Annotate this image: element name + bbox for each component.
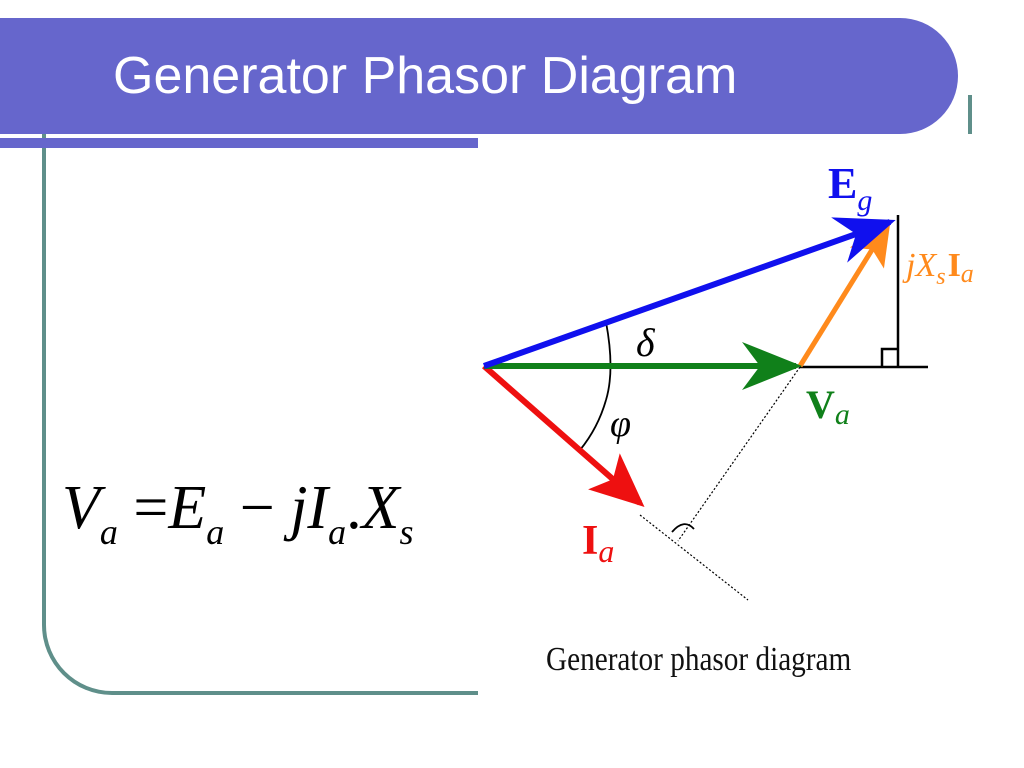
figure-caption: Generator phasor diagram [546,641,852,678]
eq-X-sub: s [399,512,414,552]
title-underline-rule [0,138,478,148]
eq-minus: − [239,474,275,542]
delta-angle-arc [605,321,612,401]
eq-E-sub: a [206,512,225,552]
voltage-equation: Va =Ea − jIa.Xs [62,472,413,552]
eq-V: V [62,474,100,542]
eq-E: E [168,474,207,542]
label-phi: φ [610,403,631,445]
label-delta: δ [636,320,656,365]
label-Va: Va [806,382,850,431]
current-phasor-Ia [482,363,645,507]
internal-emf-phasor-Eg [482,217,896,369]
right-angle-mark-bottom [671,523,695,533]
label-Eg: Eg [828,159,872,217]
eq-jI: jI [290,474,329,542]
title-bar [0,18,958,134]
eq-dot: . [346,474,362,542]
eq-equals: = [133,474,169,542]
label-jXsIa: jXsIa [902,247,974,290]
eq-I-sub: a [328,512,347,552]
right-angle-mark-top [880,347,898,367]
phi-angle-arc [579,399,607,451]
eq-X: X [361,474,400,542]
slide-title: Generator Phasor Diagram [113,47,738,105]
eq-V-sub: a [99,512,118,552]
label-Ia: Ia [582,518,614,569]
current-axis-extension [639,514,749,601]
reactance-drop-phasor [797,219,891,368]
dashed-construction-line [677,366,801,542]
